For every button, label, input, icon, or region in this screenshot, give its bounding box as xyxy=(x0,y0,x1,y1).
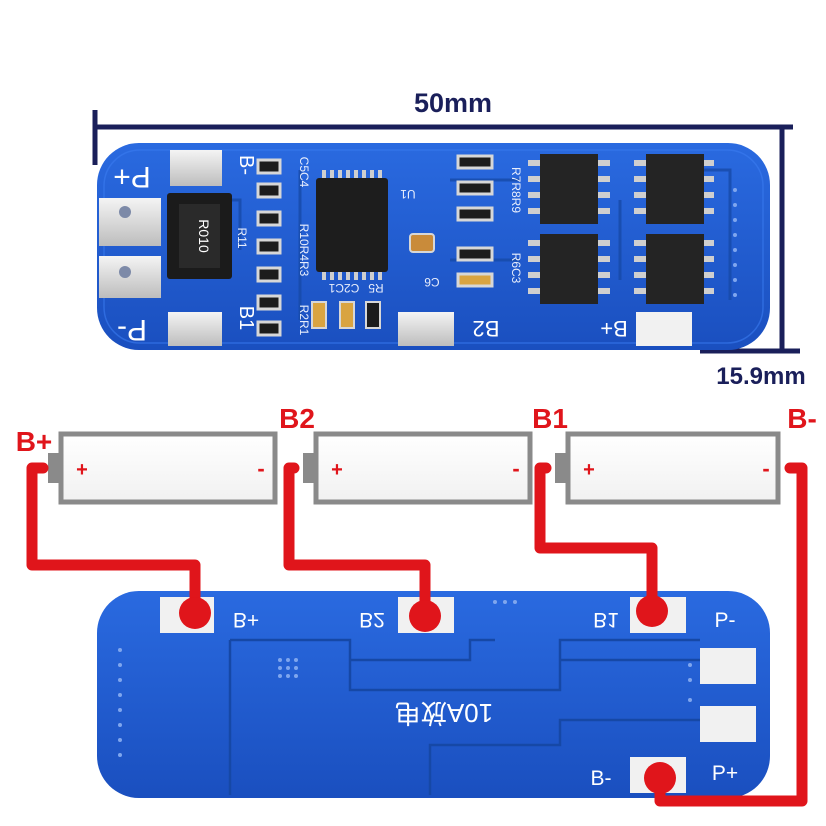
ic-u1 xyxy=(316,170,388,280)
battery-cell-3: + - xyxy=(555,431,781,505)
joint-b-minus xyxy=(644,762,676,794)
terminal-b1-label: B1 xyxy=(532,403,568,434)
bottom-vias xyxy=(118,600,692,757)
p-plus-label: P+ xyxy=(113,160,151,193)
bottom-pcb: B+ B2 B1 P- B- P+ 10A放电 xyxy=(97,591,770,798)
top-pcb: P+ P- B- R010 R11 C5C4 R10R4R3 R2R1 xyxy=(97,143,770,350)
bottom-b2-label: B2 xyxy=(359,608,385,631)
bottom-p-minus-pad xyxy=(700,648,756,684)
height-dimension: 15.9mm xyxy=(700,127,806,390)
wire-b1 xyxy=(534,462,658,617)
label-r7r8r9: R7R8R9 xyxy=(509,167,523,213)
wire-b2 xyxy=(283,462,431,617)
cell-2-plus: + xyxy=(331,459,343,481)
bottom-b-plus-label: B+ xyxy=(233,608,259,631)
label-c5c4: C5C4 xyxy=(297,157,311,188)
top-b-plus-label: B+ xyxy=(600,316,628,341)
p-minus-pad xyxy=(99,256,161,298)
label-u1: U1 xyxy=(400,187,416,201)
p-minus-label: P- xyxy=(117,313,147,346)
label-r5: R5 xyxy=(368,281,384,295)
bottom-p-plus-label: P+ xyxy=(712,762,738,785)
terminal-b-minus-label: B- xyxy=(787,403,817,434)
label-r10r4r3: R10R4R3 xyxy=(297,224,311,277)
cell-3-minus: - xyxy=(762,456,769,481)
top-b-minus-pad xyxy=(170,150,222,186)
terminal-b-plus-label: B+ xyxy=(16,426,53,457)
bottom-marking: 10A放电 xyxy=(395,698,493,728)
bottom-p-minus-label: P- xyxy=(715,609,736,632)
bottom-b-minus-label: B- xyxy=(591,767,612,790)
shunt-marking: R010 xyxy=(196,219,212,253)
joint-b-plus xyxy=(179,597,211,629)
battery-cell-1: + - xyxy=(48,431,278,505)
wire-b-plus xyxy=(26,462,201,617)
smd-components-right xyxy=(456,154,494,288)
top-b-minus-label: B- xyxy=(235,155,257,175)
vias xyxy=(733,188,737,297)
joint-b2 xyxy=(409,600,441,632)
battery-cell-2: + - xyxy=(303,431,533,505)
cell-3-plus: + xyxy=(583,459,595,481)
label-c6: C6 xyxy=(424,275,440,289)
bottom-p-plus-pad xyxy=(700,706,756,742)
top-b1-label: B1 xyxy=(235,306,257,330)
top-b2-label: B2 xyxy=(473,316,500,341)
bottom-b1-label: B1 xyxy=(593,608,619,631)
top-b-plus-pad xyxy=(636,312,692,346)
width-label: 50mm xyxy=(414,88,492,118)
top-b2-pad xyxy=(398,312,454,346)
label-c2c1: C2C1 xyxy=(328,281,359,295)
joint-b1 xyxy=(636,595,668,627)
label-r2r1: R2R1 xyxy=(297,305,311,336)
label-r6c3: R6C3 xyxy=(509,253,523,284)
height-label: 15.9mm xyxy=(716,363,805,390)
solder-joints xyxy=(179,595,676,794)
width-dimension: 50mm xyxy=(92,88,793,165)
cell-2-minus: - xyxy=(512,456,519,481)
terminal-b2-label: B2 xyxy=(279,403,315,434)
bottom-copper-pour xyxy=(228,638,700,795)
cell-1-minus: - xyxy=(257,456,264,481)
cell-1-plus: + xyxy=(76,459,88,481)
smd-components-left xyxy=(256,158,282,337)
p-plus-pad xyxy=(99,198,161,246)
top-b1-pad xyxy=(168,312,222,346)
mosfet-array xyxy=(528,154,714,304)
label-r11: R11 xyxy=(235,227,249,248)
